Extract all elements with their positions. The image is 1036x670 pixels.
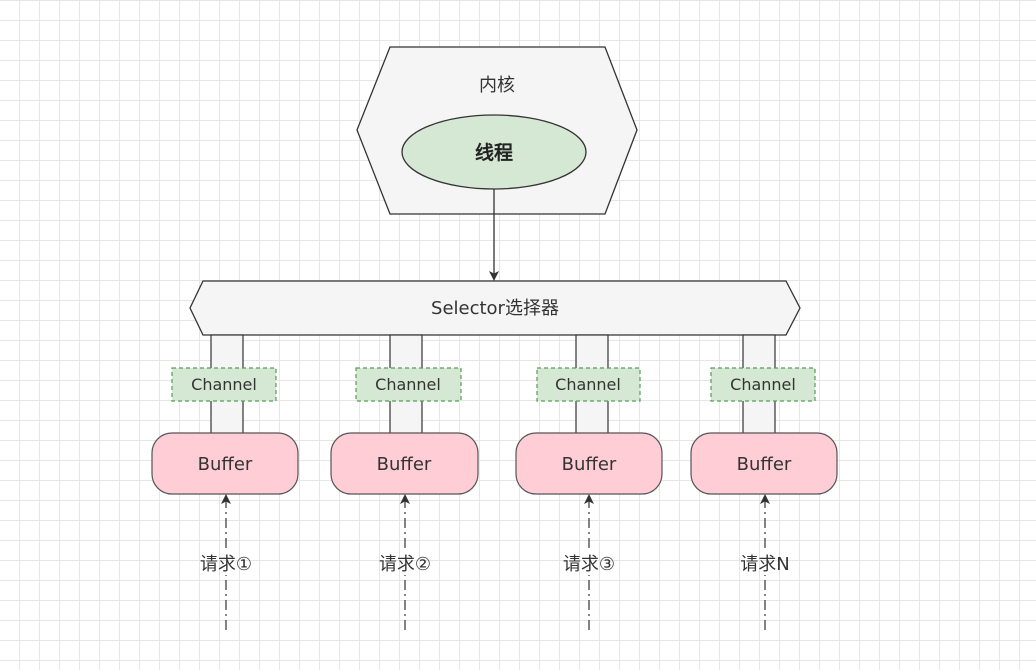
channel-box	[355, 367, 462, 402]
channel-label: Channel	[191, 375, 257, 394]
channel-label: Channel	[555, 375, 621, 394]
channel-node: Channel	[171, 367, 277, 402]
buffer-node: Buffer	[151, 432, 299, 495]
thread-label: 线程	[475, 141, 513, 164]
buffer-label: Buffer	[377, 454, 432, 475]
pipeline-column-2: Channel Buffer 请求②	[330, 334, 479, 630]
selector-node: Selector选择器	[189, 280, 801, 336]
channel-node: Channel	[710, 367, 816, 402]
request-label: 请求②	[379, 554, 431, 575]
request-label: 请求③	[563, 554, 615, 575]
buffer-label: Buffer	[198, 454, 253, 475]
selector-label: Selector选择器	[431, 298, 559, 319]
buffer-label: Buffer	[562, 454, 617, 475]
channel-box	[536, 367, 641, 402]
buffer-node: Buffer	[515, 432, 663, 495]
channel-label: Channel	[730, 375, 796, 394]
buffer-node: Buffer	[330, 432, 479, 495]
request-label: 请求N	[740, 554, 789, 575]
kernel-label: 内核	[479, 75, 515, 96]
channel-box	[171, 367, 277, 402]
pipeline-column-1: Channel Buffer 请求①	[151, 334, 299, 630]
channel-node: Channel	[355, 367, 462, 402]
selector-bar	[189, 280, 801, 336]
pipeline-column-3: Channel Buffer 请求③	[515, 334, 663, 630]
channel-label: Channel	[375, 375, 441, 394]
thread-node: 线程	[401, 114, 587, 190]
channel-box	[710, 367, 816, 402]
buffer-label: Buffer	[737, 454, 792, 475]
pipeline-column-4: Channel Buffer 请求N	[690, 334, 838, 630]
request-label: 请求①	[200, 554, 252, 575]
channel-node: Channel	[536, 367, 641, 402]
buffer-node: Buffer	[690, 432, 838, 495]
